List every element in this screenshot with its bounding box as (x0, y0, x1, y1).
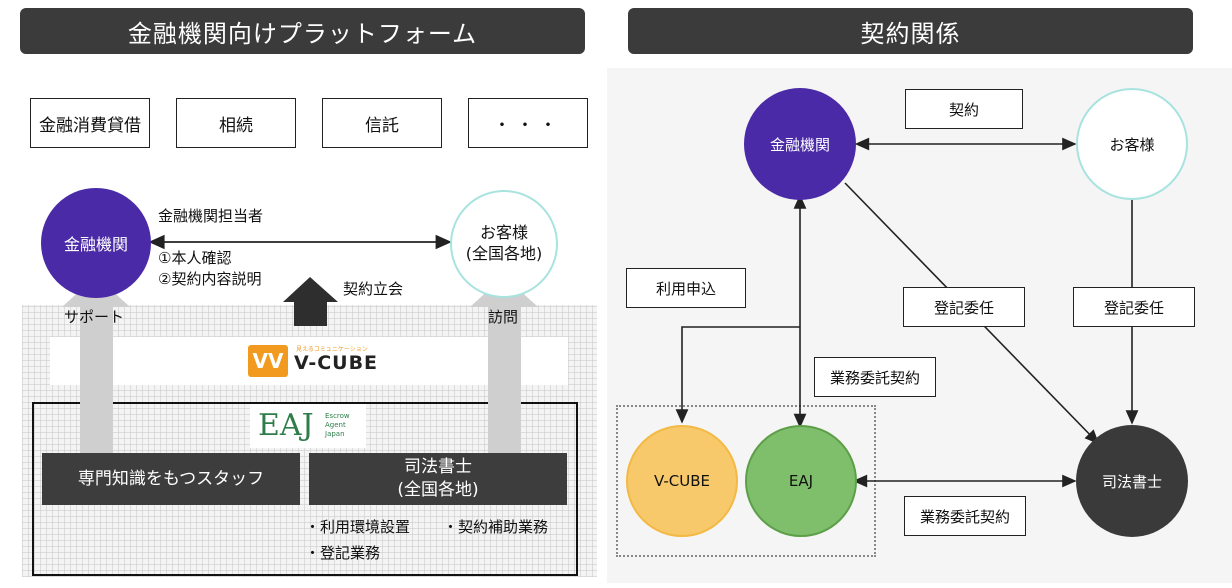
customer-circle-right: お客様 (1076, 88, 1188, 200)
vcube-logo-text: V-CUBE (294, 352, 379, 374)
witness-arrow (283, 277, 338, 326)
vcube-circle: V-CUBE (626, 425, 738, 537)
support-label: サポート (64, 308, 125, 326)
eaj-sub-1: Escrow (325, 412, 350, 420)
eaj-frame (32, 402, 578, 576)
contract-label: 契約 (905, 89, 1023, 129)
registration-delegation-label-2: 登記委任 (1073, 287, 1195, 327)
step-identity: ①本人確認 (158, 249, 232, 267)
eaj-sub-2: Agent (325, 421, 346, 429)
staff-label: 金融機関担当者 (158, 207, 264, 225)
top-box-etc: ・・・ (468, 98, 588, 148)
staff-box: 専門知識をもつスタッフ (42, 453, 300, 505)
visit-label: 訪問 (488, 308, 519, 326)
vcube-tagline: 見えるコミュニケーション (296, 346, 368, 353)
task-contract-assist: ・契約補助業務 (443, 518, 549, 536)
witness-label: 契約立会 (343, 280, 404, 298)
business-contract-label-1: 業務委託契約 (814, 357, 936, 397)
task-environment: ・利用環境設置 (305, 518, 411, 536)
task-registration: ・登記業務 (305, 544, 381, 562)
usage-application-label: 利用申込 (626, 268, 746, 308)
usage-application-line (675, 326, 800, 424)
scrivener-box-left: 司法書士 (全国各地) (309, 453, 567, 505)
top-box-loan: 金融消費貸借 (30, 98, 150, 148)
scrivener-circle-right: 司法書士 (1076, 425, 1188, 537)
eaj-sub-3: Japan (325, 430, 345, 438)
finance-circle-left: 金融機関 (41, 188, 151, 298)
eaj-logo-text: EAJ (258, 408, 314, 443)
step-explanation: ②契約内容説明 (158, 270, 262, 288)
business-contract-label-2: 業務委託契約 (904, 496, 1026, 536)
left-header: 金融機関向けプラットフォーム (20, 8, 585, 54)
registration-delegation-label-1: 登記委任 (903, 287, 1025, 327)
right-header: 契約関係 (628, 8, 1193, 54)
vcube-logo-mark: VV (248, 345, 288, 377)
top-box-trust: 信託 (322, 98, 442, 148)
vcube-band (50, 337, 568, 385)
finance-circle-right: 金融機関 (744, 88, 856, 200)
eaj-logo: EAJ Escrow Agent Japan (250, 404, 366, 448)
customer-circle-left: お客様 (全国各地) (450, 190, 558, 298)
top-box-inheritance: 相続 (176, 98, 296, 148)
vcube-logo: VV 見えるコミュニケーション V-CUBE (248, 342, 388, 380)
eaj-circle: EAJ (745, 425, 857, 537)
